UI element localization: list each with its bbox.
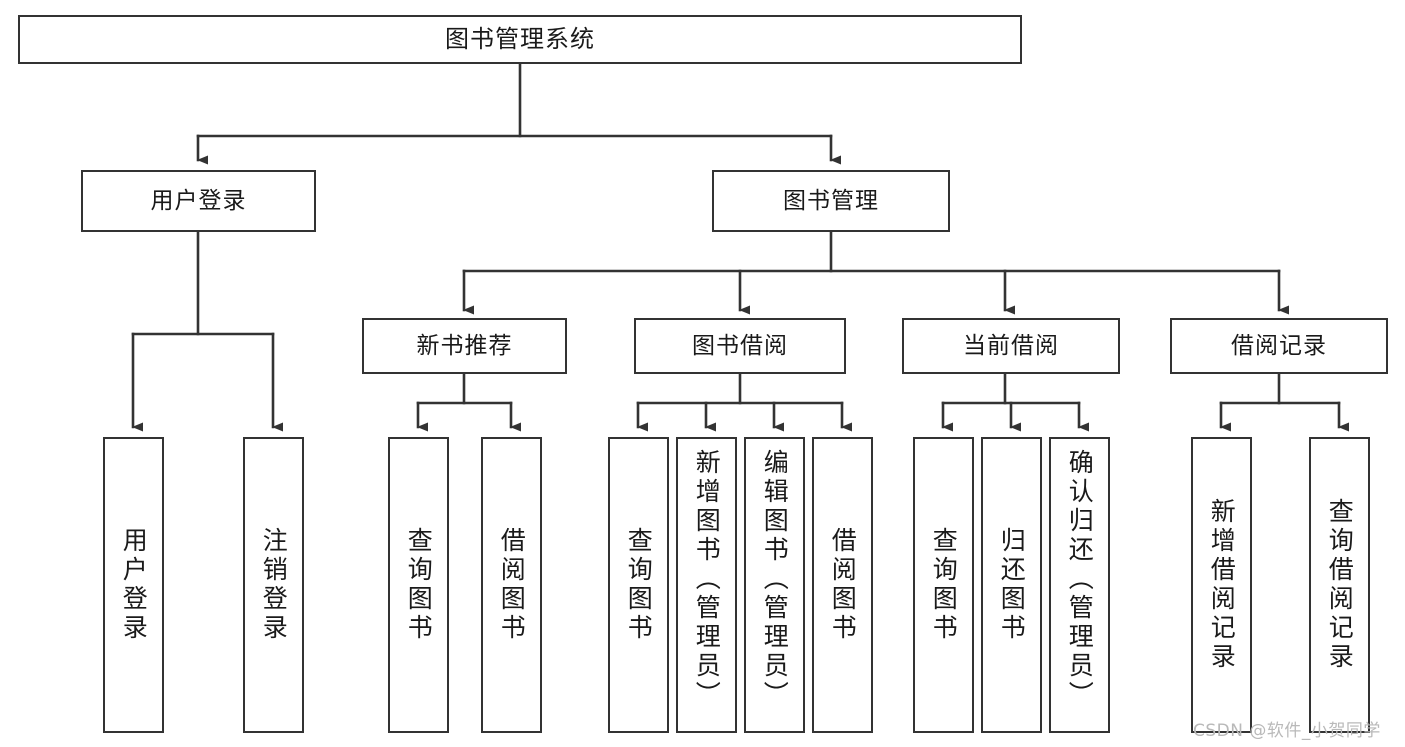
leaf-records-query-record-label: 查询借阅记录 bbox=[1325, 498, 1355, 672]
node-user-login[interactable]: 用户登录 bbox=[81, 170, 316, 232]
node-current-borrow-label: 当前借阅 bbox=[963, 332, 1059, 359]
leaf-records-add-record-label: 新增借阅记录 bbox=[1207, 498, 1237, 672]
node-book-borrow[interactable]: 图书借阅 bbox=[634, 318, 846, 374]
node-user-login-label: 用户登录 bbox=[150, 187, 247, 214]
leaf-records-query-record[interactable]: 查询借阅记录 bbox=[1309, 437, 1370, 733]
leaf-borrow-edit-book[interactable]: 编辑图书（管理员） bbox=[744, 437, 805, 733]
node-current-borrow[interactable]: 当前借阅 bbox=[902, 318, 1120, 374]
leaf-user-logout-label: 注销登录 bbox=[259, 527, 289, 643]
leaf-current-confirm-return-label: 确认归还（管理员） bbox=[1065, 449, 1095, 710]
node-borrow-records-label: 借阅记录 bbox=[1231, 332, 1327, 359]
leaf-borrow-add-book-label: 新增图书（管理员） bbox=[692, 449, 722, 710]
node-new-book-recommend-label: 新书推荐 bbox=[416, 332, 513, 359]
leaf-current-query-book-label: 查询图书 bbox=[929, 527, 959, 643]
leaf-user-login-label: 用户登录 bbox=[119, 527, 149, 643]
node-root-label: 图书管理系统 bbox=[445, 24, 595, 53]
leaf-records-add-record[interactable]: 新增借阅记录 bbox=[1191, 437, 1252, 733]
leaf-borrow-edit-book-label: 编辑图书（管理员） bbox=[760, 449, 790, 710]
leaf-newbook-query-book-label: 查询图书 bbox=[404, 527, 434, 643]
leaf-borrow-add-book[interactable]: 新增图书（管理员） bbox=[676, 437, 737, 733]
leaf-current-return-book-label: 归还图书 bbox=[997, 527, 1027, 643]
leaf-user-logout[interactable]: 注销登录 bbox=[243, 437, 304, 733]
csdn-watermark: CSDN @软件_小贺同学 bbox=[1193, 721, 1381, 741]
leaf-borrow-borrow-book[interactable]: 借阅图书 bbox=[812, 437, 873, 733]
leaf-newbook-query-book[interactable]: 查询图书 bbox=[388, 437, 449, 733]
leaf-user-login[interactable]: 用户登录 bbox=[103, 437, 164, 733]
node-borrow-records[interactable]: 借阅记录 bbox=[1170, 318, 1388, 374]
leaf-borrow-borrow-book-label: 借阅图书 bbox=[828, 527, 858, 643]
node-book-borrow-label: 图书借阅 bbox=[692, 332, 788, 359]
leaf-borrow-query-book[interactable]: 查询图书 bbox=[608, 437, 669, 733]
node-book-management[interactable]: 图书管理 bbox=[712, 170, 950, 232]
leaf-newbook-borrow-book-label: 借阅图书 bbox=[497, 527, 527, 643]
leaf-current-confirm-return[interactable]: 确认归还（管理员） bbox=[1049, 437, 1110, 733]
node-root[interactable]: 图书管理系统 bbox=[18, 15, 1022, 64]
node-book-management-label: 图书管理 bbox=[783, 187, 879, 214]
leaf-current-return-book[interactable]: 归还图书 bbox=[981, 437, 1042, 733]
leaf-borrow-query-book-label: 查询图书 bbox=[624, 527, 654, 643]
leaf-current-query-book[interactable]: 查询图书 bbox=[913, 437, 974, 733]
leaf-newbook-borrow-book[interactable]: 借阅图书 bbox=[481, 437, 542, 733]
node-new-book-recommend[interactable]: 新书推荐 bbox=[362, 318, 567, 374]
